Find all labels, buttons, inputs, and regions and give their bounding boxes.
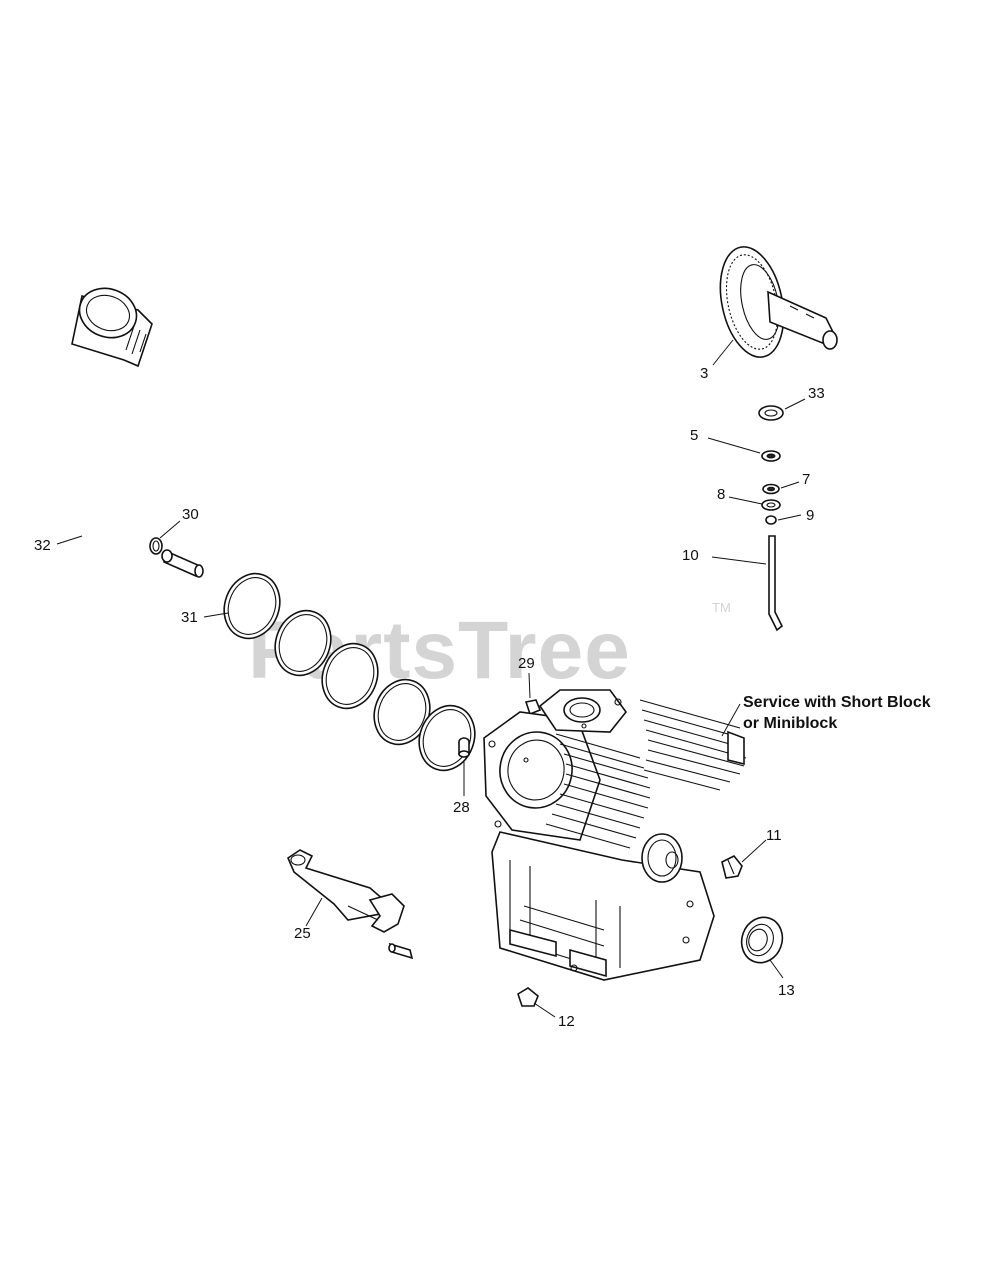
pin-10-part[interactable]: [768, 535, 784, 632]
callout-32: 32: [34, 537, 51, 554]
callout-5: 5: [690, 427, 698, 444]
piston-pin-part[interactable]: [161, 549, 204, 578]
snap-ring-30-part[interactable]: [149, 537, 163, 555]
dowel-28-part[interactable]: [458, 737, 470, 758]
callout-28: 28: [453, 799, 470, 816]
service-note-line-1: Service with Short Block: [743, 694, 931, 711]
trademark-mark: TM: [712, 600, 731, 615]
leader-lines: [56, 339, 806, 1018]
clip-9-part[interactable]: [765, 515, 777, 525]
plug-11-part[interactable]: [721, 854, 743, 879]
callout-25: 25: [294, 925, 311, 942]
camshaft-gear-part[interactable]: [711, 241, 838, 363]
plug-12-part[interactable]: [517, 987, 539, 1007]
callout-8: 8: [717, 486, 725, 503]
callout-13: 13: [778, 982, 795, 999]
callout-31: 31: [181, 609, 198, 626]
washer-8-part[interactable]: [761, 499, 781, 511]
plug-29-part[interactable]: [524, 699, 542, 716]
callout-30: 30: [182, 506, 199, 523]
oil-seal-13-part[interactable]: [735, 912, 788, 969]
connecting-rod-25-part[interactable]: [287, 849, 414, 960]
callout-29: 29: [518, 655, 535, 672]
callout-labels: 3 33 5 7 8 9 10 32 30 31 29 28 11 13 12 …: [34, 365, 825, 1030]
piston-32-part[interactable]: [71, 281, 153, 368]
piston-rings-31-part[interactable]: [215, 566, 483, 778]
callout-11: 11: [766, 827, 782, 844]
callout-7: 7: [802, 471, 810, 488]
washer-5-part[interactable]: [761, 450, 781, 462]
service-note-line-2: or Miniblock: [743, 715, 837, 732]
callout-3: 3: [700, 365, 708, 382]
washer-7-part[interactable]: [762, 483, 780, 495]
crankcase-block-part[interactable]: [483, 689, 747, 981]
washer-33-part[interactable]: [758, 405, 784, 421]
callout-33: 33: [808, 385, 825, 402]
callout-12: 12: [558, 1013, 575, 1030]
callout-10: 10: [682, 547, 699, 564]
callout-9: 9: [806, 507, 814, 524]
